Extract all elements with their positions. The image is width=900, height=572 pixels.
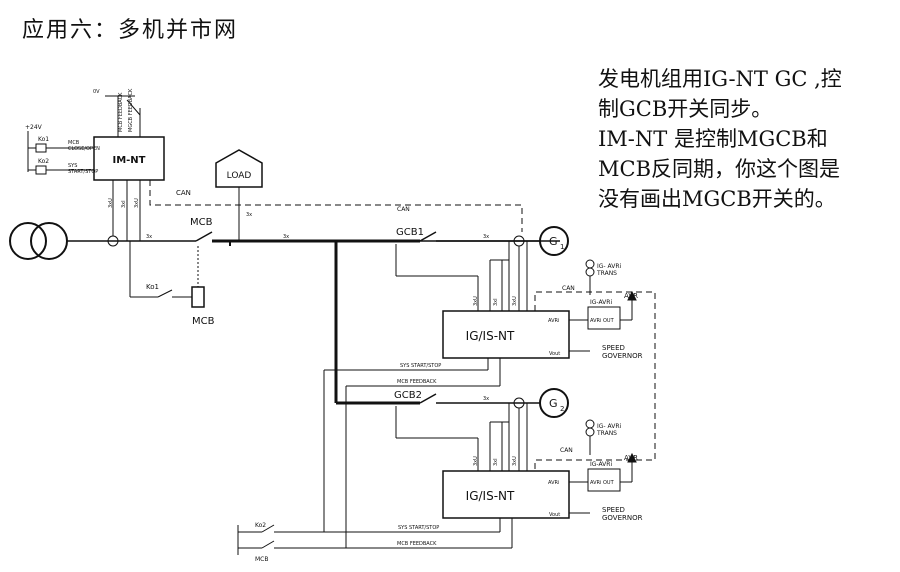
im-nt-controller (93, 136, 165, 181)
ig-avri-trans-1-label: TRANS (596, 270, 617, 277)
bus-3x-label: 3x (283, 234, 289, 240)
ig-avri-trans-2-label: IG- AVRi (597, 423, 621, 430)
can-bus-im-nt (149, 180, 523, 232)
im-nt-label: IM-NT (112, 155, 145, 166)
page-title: 应用六：多机并市网 (22, 18, 239, 43)
can-gen1-label: CAN (562, 285, 575, 292)
gcb2-label: GCB2 (394, 390, 422, 401)
gen2-3xu-label: 3xU (473, 456, 479, 466)
avri-out-1-label: AVRi OUT (590, 318, 615, 324)
speed-governor-2-label: SPEED (602, 506, 625, 514)
zero-v-label: 0V (93, 89, 100, 95)
mcb-coil-label: MCB (192, 316, 215, 327)
can-gen2-label: CAN (560, 447, 573, 454)
gen1-3xi-label: 3xI (493, 298, 499, 306)
feedback-label: MGCB FEEDBACK (128, 88, 134, 132)
im-nt-3xu-label: 3xU (108, 198, 114, 208)
generator-1-subscript: 1 (560, 243, 564, 251)
ko2-input-label: Ko2 (38, 158, 49, 165)
gen1-3x-label: 3x (483, 234, 489, 240)
feeder-3x-label: 3x (146, 234, 152, 240)
mcb-close-open-label: MCB (68, 140, 80, 146)
note-line: 制GCB开关同步。 (598, 97, 773, 121)
sys-start-stop-1-label: SYS START/STOP (400, 363, 441, 369)
sys-start-stop-2-label: SYS START/STOP (398, 525, 439, 531)
ig-avri-module-1 (587, 306, 621, 330)
gen2-3xu2-label: 3xU (512, 456, 518, 466)
mcb-breaker-label: MCB (190, 217, 213, 228)
im-nt-3xi-label: 3xI (121, 200, 127, 208)
load-symbol (215, 149, 263, 188)
ko2-relay-label: Ko2 (255, 522, 266, 529)
ig-avri-1-label: IG-AVRi (590, 299, 612, 306)
can-bus-gen (534, 291, 656, 470)
generator-1-label: G (549, 235, 558, 248)
ig-avri-2-label: IG-AVRi (590, 461, 612, 468)
sys-start-stop-input-label: SYS (68, 163, 77, 169)
generator-2-label: G (549, 397, 558, 410)
mcb-breaker-contact (195, 231, 213, 242)
ko1-input-label: Ko1 (38, 136, 49, 143)
avr-2-label: AVR (624, 454, 638, 462)
ig-is-nt-controller-1 (442, 310, 570, 359)
annotation-note: 发电机组用IG-NT GC ,控制GCB开关同步。 IM-NT 是控制MGCB和 M… (598, 64, 898, 214)
vout-2-label: Vout (549, 512, 560, 518)
speed-governor-1-label: SPEED (602, 344, 625, 352)
avr-1-label: AVR (624, 292, 638, 300)
note-line: MCB反同期，你这个图是 (598, 157, 841, 181)
transformer-winding-left (9, 222, 47, 260)
mcb-feedback-2-label: MCB FEEDBACK (397, 541, 437, 547)
speed-governor-1-label: GOVERNOR (602, 352, 643, 360)
generator-2-subscript: 2 (560, 405, 564, 413)
avri-out-2-label: AVRi OUT (590, 480, 615, 486)
mcb-relay-label: MCB (255, 556, 268, 563)
gcb1-breaker-contact (419, 231, 437, 242)
mcb-coil (191, 286, 205, 308)
mcb-close-open-label: CLOSE/OPEN (68, 146, 100, 152)
supply-24v-label: +24V (25, 124, 43, 131)
note-line: 没有画出MGCB开关的。 (598, 187, 836, 211)
avri-output-1-label: AVRi (548, 318, 559, 324)
feedback-label: MCB FEEDBACK (118, 92, 124, 132)
load-3x-label: 3x (246, 212, 252, 218)
note-line: 发电机组用IG-NT GC ,控 (598, 67, 842, 91)
mcb-feedback-1-label: MCB FEEDBACK (397, 379, 437, 385)
avri-output-2-label: AVRi (548, 480, 559, 486)
ig-avri-trans-2-label: TRANS (596, 430, 617, 437)
generator-1-symbol (539, 226, 569, 256)
ig-is-nt-2-label: IG/IS-NT (466, 489, 515, 503)
gcb2-breaker-contact (419, 393, 437, 404)
ig-avri-module-2 (587, 468, 621, 492)
vout-1-label: Vout (549, 351, 560, 357)
im-nt-3xu2-label: 3xU (134, 198, 140, 208)
ko1-relay-label: Ko1 (146, 283, 159, 291)
can-label-top: CAN (176, 189, 191, 197)
sys-start-stop-input-label: START/STOP (68, 169, 98, 175)
gen1-3xu2-label: 3xU (512, 296, 518, 306)
ig-avri-trans-1-label: IG- AVRi (597, 263, 621, 270)
generator-2-symbol (539, 388, 569, 418)
ig-is-nt-1-label: IG/IS-NT (466, 329, 515, 343)
can-label-bus: CAN (397, 206, 410, 213)
note-line: IM-NT 是控制MGCB和 (598, 127, 828, 151)
ig-is-nt-controller-2 (442, 470, 570, 519)
gen2-3x-label: 3x (483, 396, 489, 402)
speed-governor-2-label: GOVERNOR (602, 514, 643, 522)
gcb1-label: GCB1 (396, 227, 424, 238)
gen2-3xi-label: 3xI (493, 458, 499, 466)
transformer-winding-right (30, 222, 68, 260)
gen1-3xu-label: 3xU (473, 296, 479, 306)
load-label: LOAD (227, 171, 252, 181)
